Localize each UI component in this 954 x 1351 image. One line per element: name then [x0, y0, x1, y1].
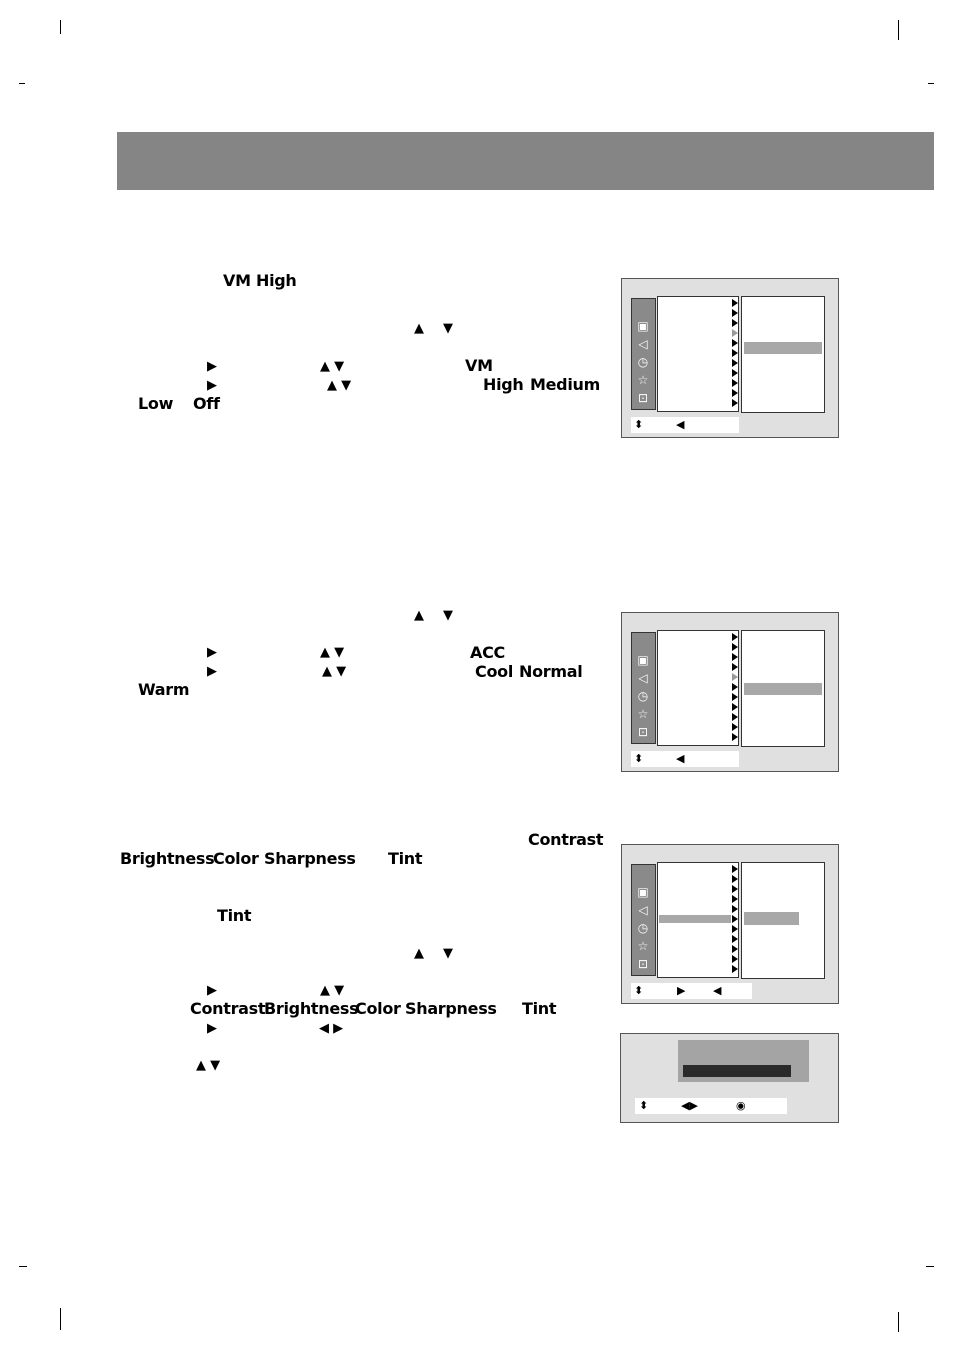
tv-icon: ▣	[637, 319, 649, 333]
header-band	[117, 132, 934, 190]
osd-footer: ⬍ ◀	[631, 417, 739, 433]
updown-arrows-icon: ▲ ▼	[322, 664, 347, 679]
osd-menu-list	[657, 630, 739, 746]
ok-icon: ◉	[736, 1099, 746, 1112]
lock-icon: ⊡	[637, 957, 649, 971]
right-arrow-icon: ▶	[207, 664, 217, 679]
item-sharpness: Sharpness	[405, 999, 497, 1018]
leftright-arrows-icon: ◀ ▶	[319, 1021, 344, 1036]
crop-mark	[898, 1312, 899, 1332]
leftright-icon: ◀▶	[681, 1099, 698, 1112]
up-arrow-icon: ▲	[414, 321, 424, 336]
osd-picture-menu-adjust: ▣ ◁ ◷ ☆ ⊡ ⬍ ▶ ◀	[621, 844, 839, 1004]
item-contrast: Contrast	[190, 999, 266, 1018]
menu-highlight	[659, 915, 731, 923]
updown-icon: ⬍	[634, 752, 644, 765]
option-high: High	[483, 375, 524, 394]
updown-arrows-icon: ▲ ▼	[327, 378, 352, 393]
speaker-icon: ◁	[638, 903, 648, 917]
crop-mark	[898, 20, 899, 40]
intro-contrast: Contrast	[528, 830, 604, 849]
osd-menu-list	[657, 296, 739, 412]
osd-footer: ⬍ ◀▶ ◉	[635, 1098, 787, 1114]
down-arrow-icon: ▼	[443, 608, 453, 623]
up-arrow-icon: ▲	[414, 608, 424, 623]
osd-adjust-bar: ⬍ ◀▶ ◉	[620, 1033, 839, 1123]
down-arrow-icon: ▼	[443, 321, 453, 336]
clock-icon: ◷	[637, 689, 649, 703]
osd-icon-bar: ▣ ◁ ◷ ☆ ⊡	[631, 298, 656, 410]
up-arrow-icon: ▲	[414, 946, 424, 961]
tv-icon: ▣	[637, 653, 649, 667]
star-icon: ☆	[637, 373, 649, 387]
osd-menu-list	[657, 862, 739, 978]
intro-sharpness: Sharpness	[264, 849, 356, 868]
clock-icon: ◷	[637, 921, 649, 935]
down-arrow-icon: ▼	[443, 946, 453, 961]
item-tint: Tint	[522, 999, 557, 1018]
right-arrow-icon: ▶	[207, 378, 217, 393]
crop-mark	[19, 1266, 27, 1267]
intro-tint: Tint	[388, 849, 423, 868]
speaker-icon: ◁	[638, 671, 648, 685]
intro-color: Color	[213, 849, 259, 868]
crop-mark	[60, 20, 61, 34]
osd-submenu	[741, 630, 825, 747]
crop-mark	[926, 1266, 934, 1267]
osd-footer: ⬍ ◀	[631, 751, 739, 767]
updown-arrows-icon: ▲ ▼	[320, 645, 345, 660]
submenu-highlight	[744, 342, 822, 354]
right-arrow-icon: ▶	[207, 983, 217, 998]
crop-mark	[60, 1308, 61, 1330]
right-arrow-icon: ▶	[677, 984, 686, 997]
right-arrow-icon: ▶	[207, 1021, 217, 1036]
option-normal: Normal	[519, 662, 583, 681]
acc-item-label: ACC	[470, 643, 505, 662]
crop-mark	[928, 83, 934, 84]
star-icon: ☆	[637, 939, 649, 953]
speaker-icon: ◁	[638, 337, 648, 351]
crop-mark	[19, 83, 25, 84]
left-arrow-icon: ◀	[676, 418, 685, 431]
osd-footer: ⬍ ▶ ◀	[631, 983, 752, 999]
osd-picture-menu-acc: ▣ ◁ ◷ ☆ ⊡ ⬍ ◀	[621, 612, 839, 772]
osd-icon-bar: ▣ ◁ ◷ ☆ ⊡	[631, 864, 656, 976]
osd-icon-bar: ▣ ◁ ◷ ☆ ⊡	[631, 632, 656, 744]
note-tint: Tint	[217, 906, 252, 925]
right-arrow-icon: ▶	[207, 645, 217, 660]
lock-icon: ⊡	[637, 391, 649, 405]
vm-item-label: VM	[465, 356, 493, 375]
lock-icon: ⊡	[637, 725, 649, 739]
osd-picture-menu-vm: ▣ ◁ ◷ ☆ ⊡ ⬍ ◀	[621, 278, 839, 438]
submenu-highlight	[744, 683, 822, 695]
left-arrow-icon: ◀	[713, 984, 722, 997]
clock-icon: ◷	[637, 355, 649, 369]
updown-icon: ⬍	[634, 418, 644, 431]
item-color: Color	[355, 999, 401, 1018]
option-medium: Medium	[530, 375, 600, 394]
adjust-slider-bar	[683, 1065, 791, 1077]
submenu-highlight	[744, 912, 799, 925]
osd-submenu	[741, 862, 825, 979]
updown-icon: ⬍	[639, 1099, 649, 1112]
option-low: Low	[138, 394, 174, 413]
tv-icon: ▣	[637, 885, 649, 899]
option-warm: Warm	[138, 680, 190, 699]
item-brightness: Brightness	[264, 999, 359, 1018]
updown-arrows-icon: ▲ ▼	[196, 1058, 221, 1073]
updown-icon: ⬍	[634, 984, 644, 997]
option-off: Off	[193, 394, 220, 413]
star-icon: ☆	[637, 707, 649, 721]
updown-arrows-icon: ▲ ▼	[320, 983, 345, 998]
left-arrow-icon: ◀	[676, 752, 685, 765]
option-cool: Cool	[475, 662, 514, 681]
intro-brightness: Brightness	[120, 849, 215, 868]
right-arrow-icon: ▶	[207, 359, 217, 374]
vm-title: VM High	[223, 271, 297, 290]
updown-arrows-icon: ▲ ▼	[320, 359, 345, 374]
osd-submenu	[741, 296, 825, 413]
